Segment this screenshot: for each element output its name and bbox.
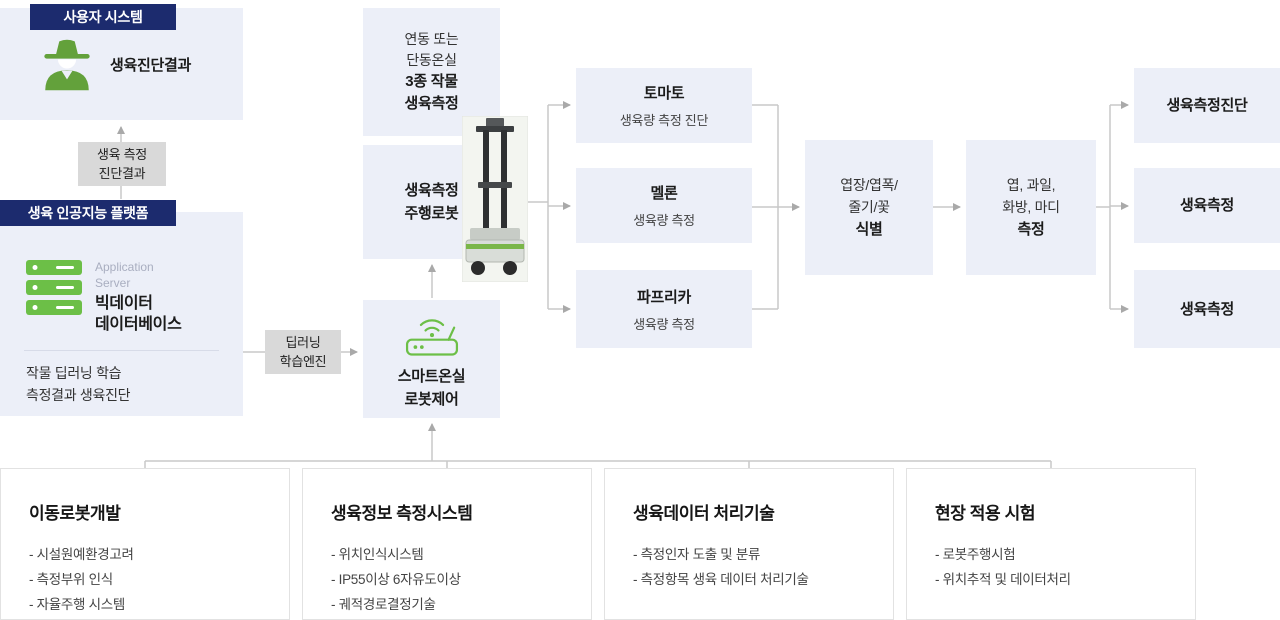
- task-list-data-processing: - 측정인자 도출 및 분류 - 측정항목 생육 데이터 처리기술: [633, 542, 893, 592]
- ai-platform-badge: 생육 인공지능 플랫폼: [0, 200, 176, 226]
- crop-name-tomato: 토마토: [643, 85, 685, 102]
- robot-photo: [462, 116, 528, 282]
- task-item: - 측정부위 인식: [29, 572, 113, 587]
- task-item: - 자율주행 시스템: [29, 597, 125, 612]
- task-list-field-test: - 로봇주행시험 - 위치추적 및 데이터처리: [935, 542, 1195, 592]
- greenhouse-box: 연동 또는 단동온실 3종 작물 생육측정: [363, 8, 500, 136]
- application-server-caption: Application Server: [95, 260, 154, 290]
- robot-control-box: 스마트온실 로봇제어: [363, 300, 500, 418]
- task-list-measure-system: - 위치인식시스템 - IP55이상 6자유도이상 - 궤적경로결정기술: [331, 542, 591, 617]
- task-title-measure-system: 생육정보 측정시스템: [331, 504, 473, 523]
- task-item: - 측정인자 도출 및 분류: [633, 547, 761, 562]
- task-box-field-test: 현장 적용 시험 - 로봇주행시험 - 위치추적 및 데이터처리: [906, 468, 1196, 620]
- identification-bold: 식별: [855, 221, 883, 238]
- measurement-box: 엽, 과일, 화방, 마디 측정: [966, 140, 1096, 275]
- deep-learning-label: 딥러닝 학습엔진: [265, 330, 341, 374]
- measurement-text: 엽, 과일, 화방, 마디: [1002, 177, 1060, 215]
- task-title-mobile-robot: 이동로봇개발: [29, 504, 121, 523]
- task-title-field-test: 현장 적용 시험: [935, 504, 1036, 523]
- output-box-measure-1: 생육측정: [1134, 168, 1280, 243]
- user-result-label: 생육진단결과: [110, 56, 192, 74]
- bigdata-db-title: 빅데이터 데이터베이스: [95, 295, 182, 333]
- task-item: - 측정항목 생육 데이터 처리기술: [633, 572, 809, 587]
- server-row: Application Server 빅데이터 데이터베이스: [26, 260, 182, 336]
- router-wifi-icon: [405, 318, 458, 356]
- output-box-diagnosis: 생육측정진단: [1134, 68, 1280, 143]
- task-title-data-processing: 생육데이터 처리기술: [633, 504, 775, 523]
- output-box-measure-2: 생육측정: [1134, 270, 1280, 348]
- task-box-mobile-robot: 이동로봇개발 - 시설원예환경고려 - 측정부위 인식 - 자율주행 시스템: [0, 468, 290, 620]
- greenhouse-text-bottom: 3종 작물 생육측정: [404, 73, 459, 112]
- task-box-data-processing: 생육데이터 처리기술 - 측정인자 도출 및 분류 - 측정항목 생육 데이터 …: [604, 468, 894, 620]
- task-box-measure-system: 생육정보 측정시스템 - 위치인식시스템 - IP55이상 6자유도이상 - 궤…: [302, 468, 592, 620]
- crop-box-melon: 멜론 생육량 측정: [576, 168, 752, 243]
- task-item: - 시설원예환경고려: [29, 547, 134, 562]
- task-item: - 위치추적 및 데이터처리: [935, 572, 1071, 587]
- output-label-1: 생육측정진단: [1166, 97, 1248, 114]
- user-system-badge: 사용자 시스템: [30, 4, 176, 30]
- platform-description: 작물 딥러닝 학습 측정결과 생육진단: [26, 365, 131, 403]
- identification-text: 엽장/엽폭/ 줄기/꽃: [840, 177, 898, 215]
- driving-robot-label: 생육측정 주행로봇: [404, 182, 459, 222]
- crop-name-paprika: 파프리카: [636, 288, 691, 306]
- measure-result-label: 생육 측정 진단결과: [78, 142, 166, 186]
- measurement-bold: 측정: [1017, 221, 1045, 238]
- task-item: - IP55이상 6자유도이상: [331, 572, 461, 587]
- crop-box-paprika: 파프리카 생육량 측정: [576, 270, 752, 348]
- output-label-3: 생육측정: [1179, 300, 1234, 318]
- task-item: - 궤적경로결정기술: [331, 597, 436, 612]
- task-item: - 로봇주행시험: [935, 547, 1016, 562]
- task-list-mobile-robot: - 시설원예환경고려 - 측정부위 인식 - 자율주행 시스템: [29, 542, 289, 617]
- output-label-2: 생육측정: [1179, 197, 1234, 214]
- crop-desc-paprika: 생육량 측정: [633, 316, 695, 332]
- identification-box: 엽장/엽폭/ 줄기/꽃 식별: [805, 140, 933, 275]
- greenhouse-text-top: 연동 또는 단동온실: [404, 31, 459, 68]
- task-item: - 위치인식시스템: [331, 547, 424, 562]
- ai-platform-box: Application Server 빅데이터 데이터베이스 작물 딥러닝 학습…: [0, 212, 243, 416]
- crop-name-melon: 멜론: [650, 185, 678, 202]
- crop-desc-melon: 생육량 측정: [633, 213, 695, 228]
- platform-divider: [24, 350, 219, 351]
- robot-control-label: 스마트온실 로봇제어: [397, 367, 466, 408]
- server-text: Application Server 빅데이터 데이터베이스: [95, 260, 182, 336]
- farmer-icon: [44, 39, 90, 91]
- crop-box-tomato: 토마토 생육량 측정 진단: [576, 68, 752, 143]
- crop-desc-tomato: 생육량 측정 진단: [619, 113, 709, 128]
- server-icon: [26, 260, 82, 315]
